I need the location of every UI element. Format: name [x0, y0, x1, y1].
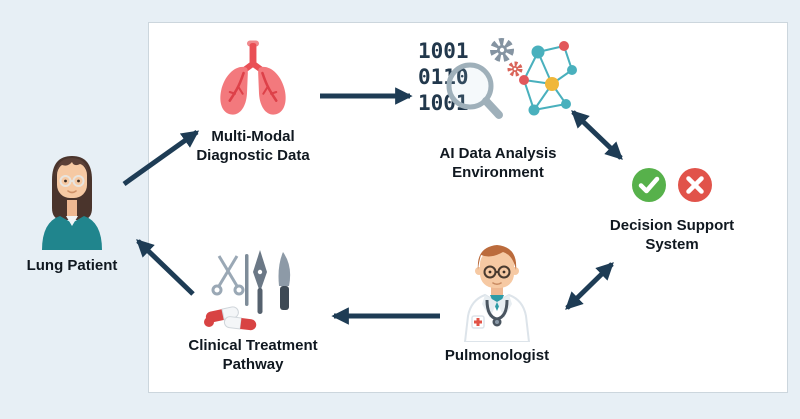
- decision-label: Decision Support System: [609, 217, 735, 253]
- magnifier-icon: [446, 62, 503, 119]
- clamp-icon: [253, 250, 267, 314]
- ai-label: AI Data Analysis Environment: [439, 145, 557, 181]
- pill-capsules: [204, 306, 257, 331]
- check-icon: [631, 167, 667, 203]
- gear-icon: [490, 38, 514, 62]
- treatment-label: Clinical Treatment Pathway: [188, 337, 318, 373]
- small-gear-icon: [507, 61, 523, 77]
- scissors-icon: [211, 255, 245, 296]
- probe-icon: [245, 254, 249, 306]
- binary-row-1: 1001: [418, 39, 469, 63]
- diagnostic-label: Multi-Modal Diagnostic Data: [196, 128, 310, 164]
- doctor-icon: [447, 238, 547, 342]
- scalpel-icon: [278, 252, 291, 310]
- lungs-icon: [210, 40, 296, 120]
- surgical-tools-pills-icon: [203, 248, 315, 334]
- network-graph-icon: [519, 41, 577, 116]
- pulmonologist-label: Pulmonologist: [444, 347, 550, 364]
- binary-magnifier-network-icon: 1001 0110 1001: [418, 36, 580, 134]
- female-patient-icon: [22, 146, 122, 250]
- cross-icon: [677, 167, 713, 203]
- patient-label: Lung Patient: [26, 257, 118, 274]
